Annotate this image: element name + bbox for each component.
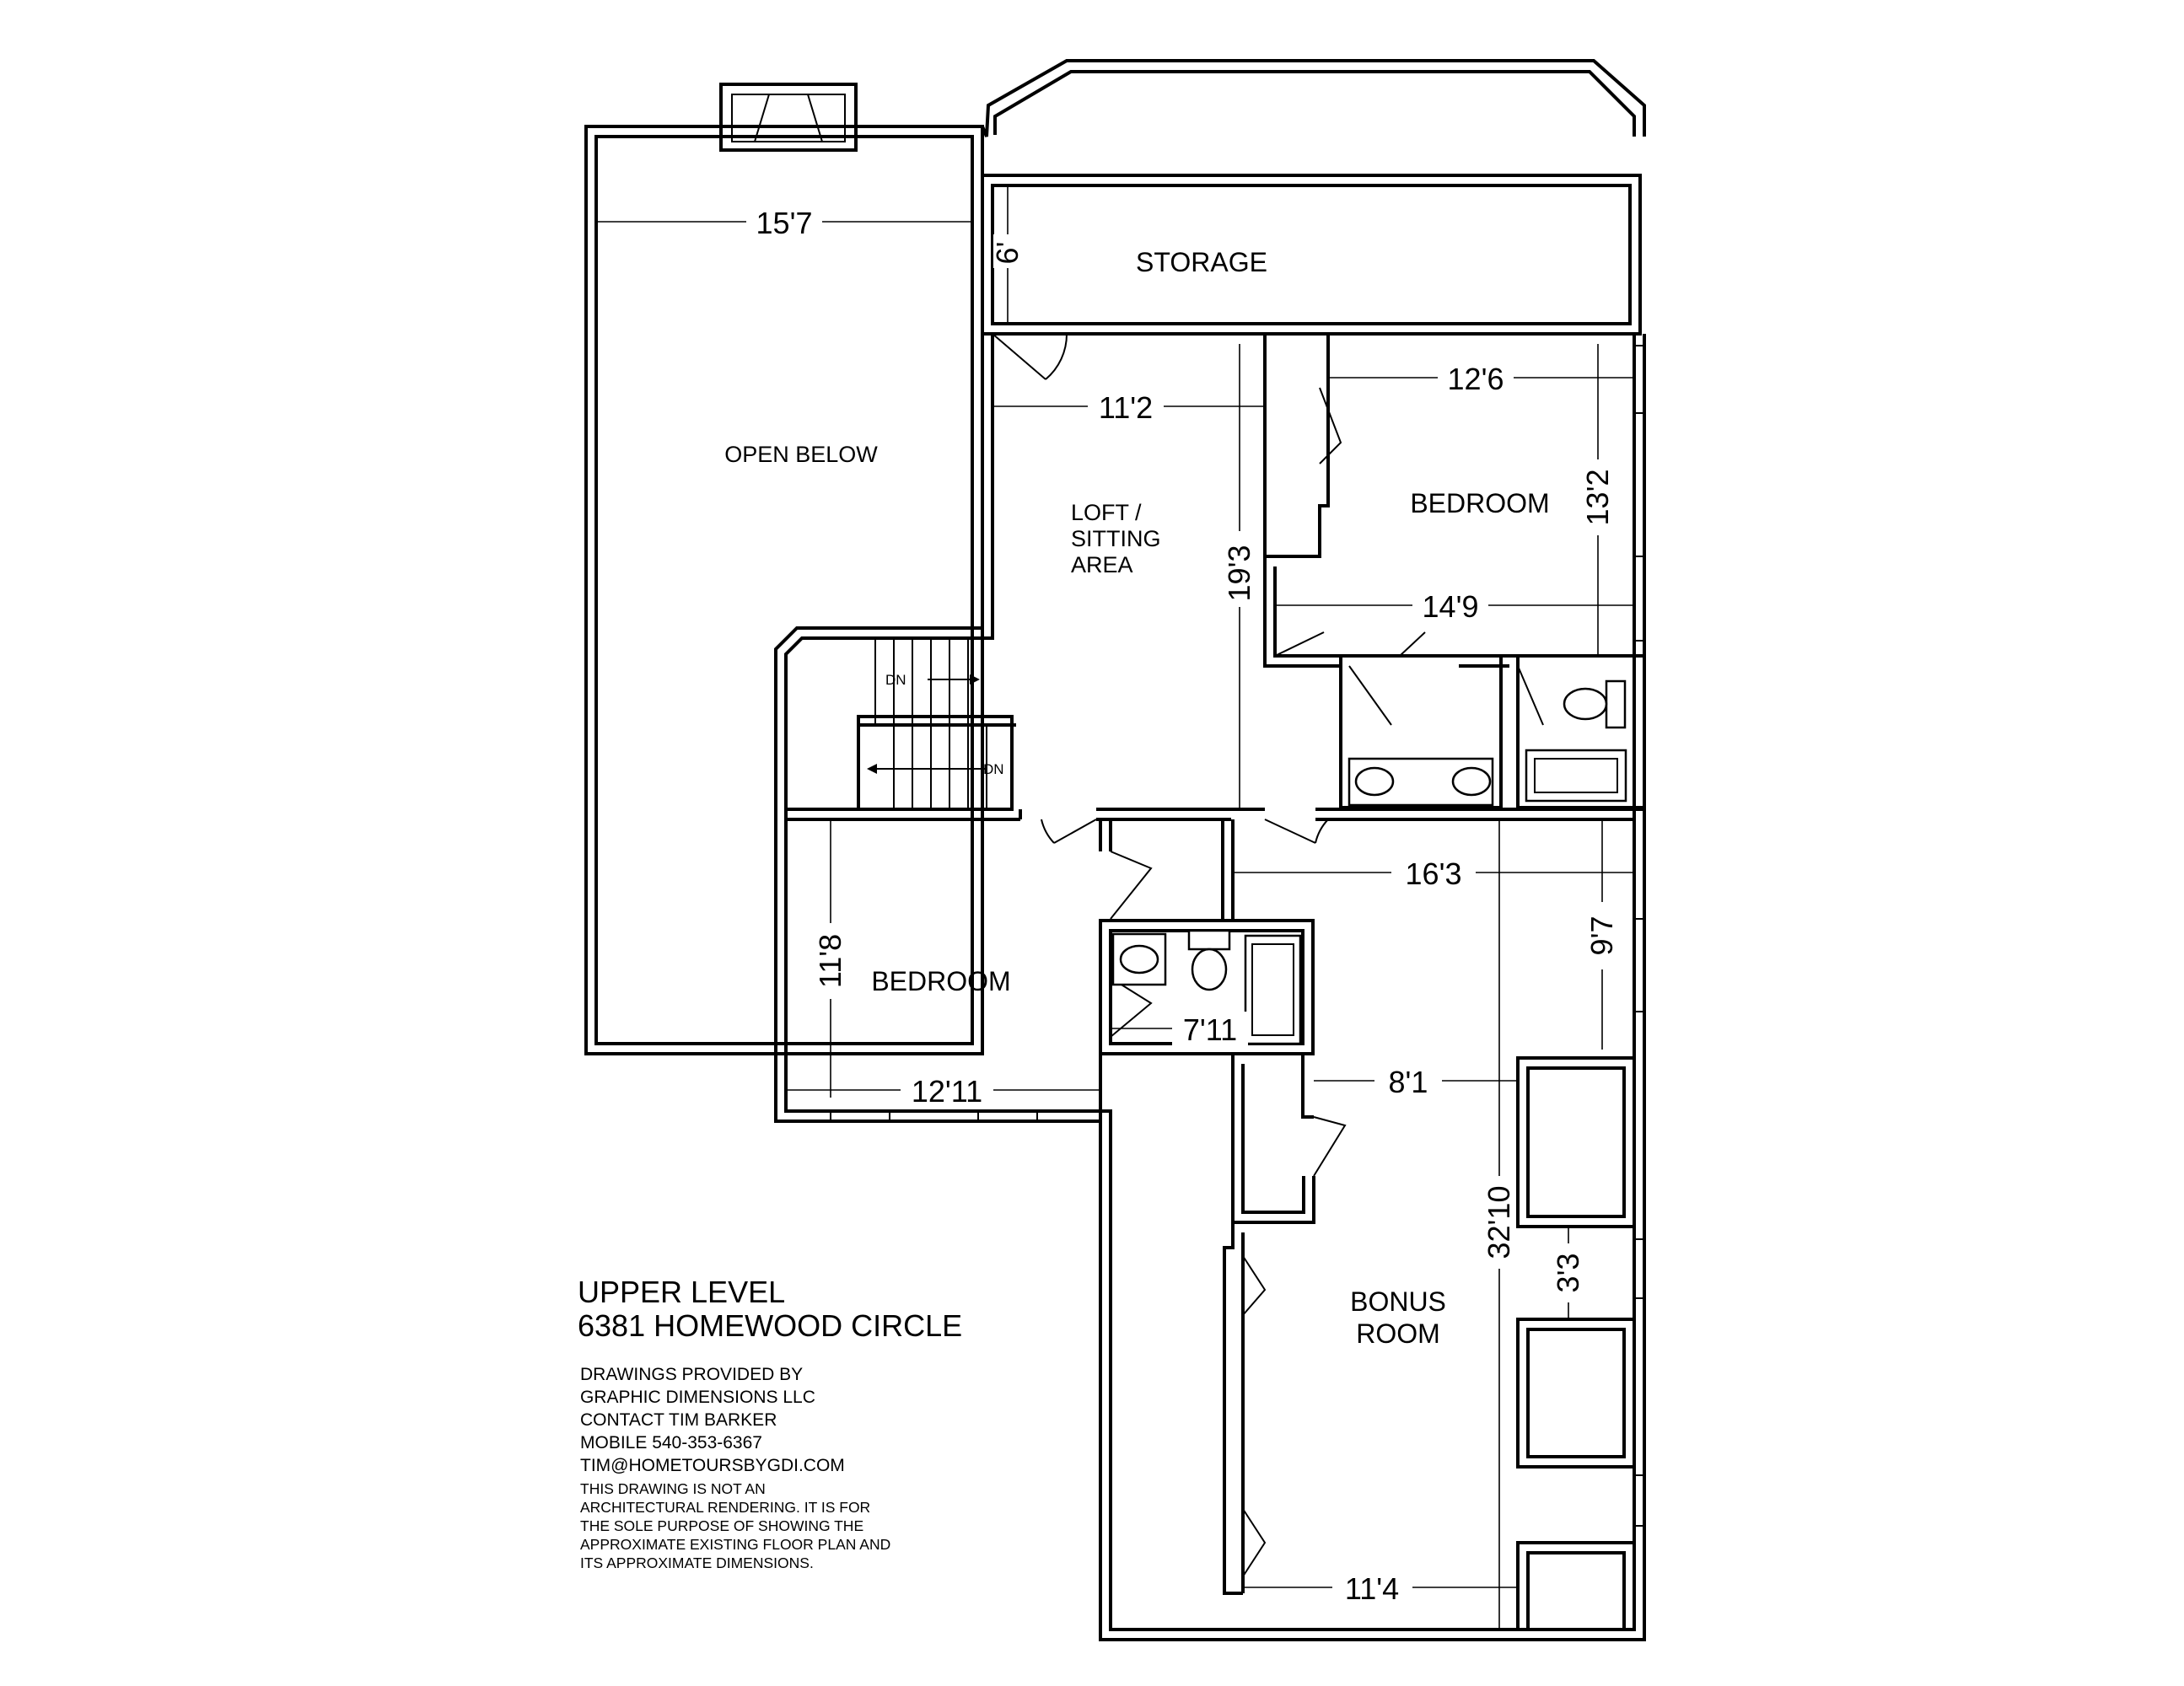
fixtures	[1111, 679, 1627, 1045]
stair-dn-upper: DN	[885, 672, 906, 688]
dim-bonus-width-lower: 11'4	[1345, 1571, 1399, 1606]
dim-bonus-dormer: 3'3	[1551, 1254, 1585, 1293]
dim-hall-width: 16'3	[1406, 856, 1462, 891]
stair-dn-lower: DN	[983, 761, 1004, 777]
fireplace	[719, 83, 858, 152]
bonus-label-line2: ROOM	[1356, 1318, 1440, 1349]
dim-hall-depth: 9'7	[1584, 916, 1619, 956]
dim-bedroom-2-width: 12'11	[912, 1074, 982, 1109]
caption-disclaimer-line1: THIS DRAWING IS NOT AN	[580, 1480, 766, 1497]
bonus-label-line1: BONUS	[1350, 1286, 1446, 1317]
dim-open-below-width: 15'7	[756, 206, 813, 240]
caption-disclaimer-line2: ARCHITECTURAL RENDERING. IT IS FOR	[580, 1499, 871, 1516]
stairs	[857, 637, 1016, 811]
dim-bath-width: 7'11	[1183, 1012, 1237, 1047]
dim-bedroom-1-full-width: 14'9	[1423, 589, 1479, 624]
dim-bedroom-2-depth: 11'8	[813, 934, 847, 988]
caption-disclaimer-line4: APPROXIMATE EXISTING FLOOR PLAN AND	[580, 1536, 891, 1553]
bedroom-2-label: BEDROOM	[871, 966, 1010, 996]
walls	[584, 59, 1646, 1641]
caption-credit-line5: TIM@HOMETOURSBYGDI.COM	[580, 1456, 845, 1475]
loft-label-line1: LOFT /	[1071, 500, 1142, 525]
caption-title-line2: 6381 HOMEWOOD CIRCLE	[578, 1308, 963, 1343]
doors	[992, 333, 1544, 1577]
caption-title-line1: UPPER LEVEL	[578, 1275, 786, 1309]
caption-credit-line3: CONTACT TIM BARKER	[580, 1410, 777, 1430]
caption-credit-line4: MOBILE 540-353-6367	[580, 1433, 762, 1452]
loft-label-line3: AREA	[1071, 552, 1133, 577]
dim-bonus-depth: 32'10	[1482, 1186, 1516, 1259]
storage-label: STORAGE	[1136, 247, 1267, 277]
dim-bedroom-1-depth: 13'2	[1580, 470, 1615, 526]
dim-bonus-width-upper: 8'1	[1389, 1065, 1428, 1099]
windows	[830, 345, 1645, 1527]
dimension-labels: 15'7 6' 11'2 19'3 12'6 13'2 14'9 11'8 12…	[746, 205, 1619, 1606]
caption-disclaimer-line5: ITS APPROXIMATE DIMENSIONS.	[580, 1554, 814, 1571]
caption-credit-line1: DRAWINGS PROVIDED BY	[580, 1365, 804, 1384]
room-labels: OPEN BELOW STORAGE LOFT / SITTING AREA B…	[724, 247, 1549, 1349]
caption-disclaimer-line3: THE SOLE PURPOSE OF SHOWING THE	[580, 1517, 864, 1534]
caption-credit-line2: GRAPHIC DIMENSIONS LLC	[580, 1388, 815, 1407]
bedroom-1-label: BEDROOM	[1410, 488, 1549, 518]
open-below-label: OPEN BELOW	[724, 442, 878, 467]
dim-loft-width: 11'2	[1099, 390, 1153, 425]
dim-loft-depth: 19'3	[1222, 545, 1256, 602]
dim-storage-depth: 6'	[990, 242, 1025, 265]
dim-bedroom-1-width: 12'6	[1448, 362, 1504, 396]
loft-label-line2: SITTING	[1071, 526, 1161, 551]
